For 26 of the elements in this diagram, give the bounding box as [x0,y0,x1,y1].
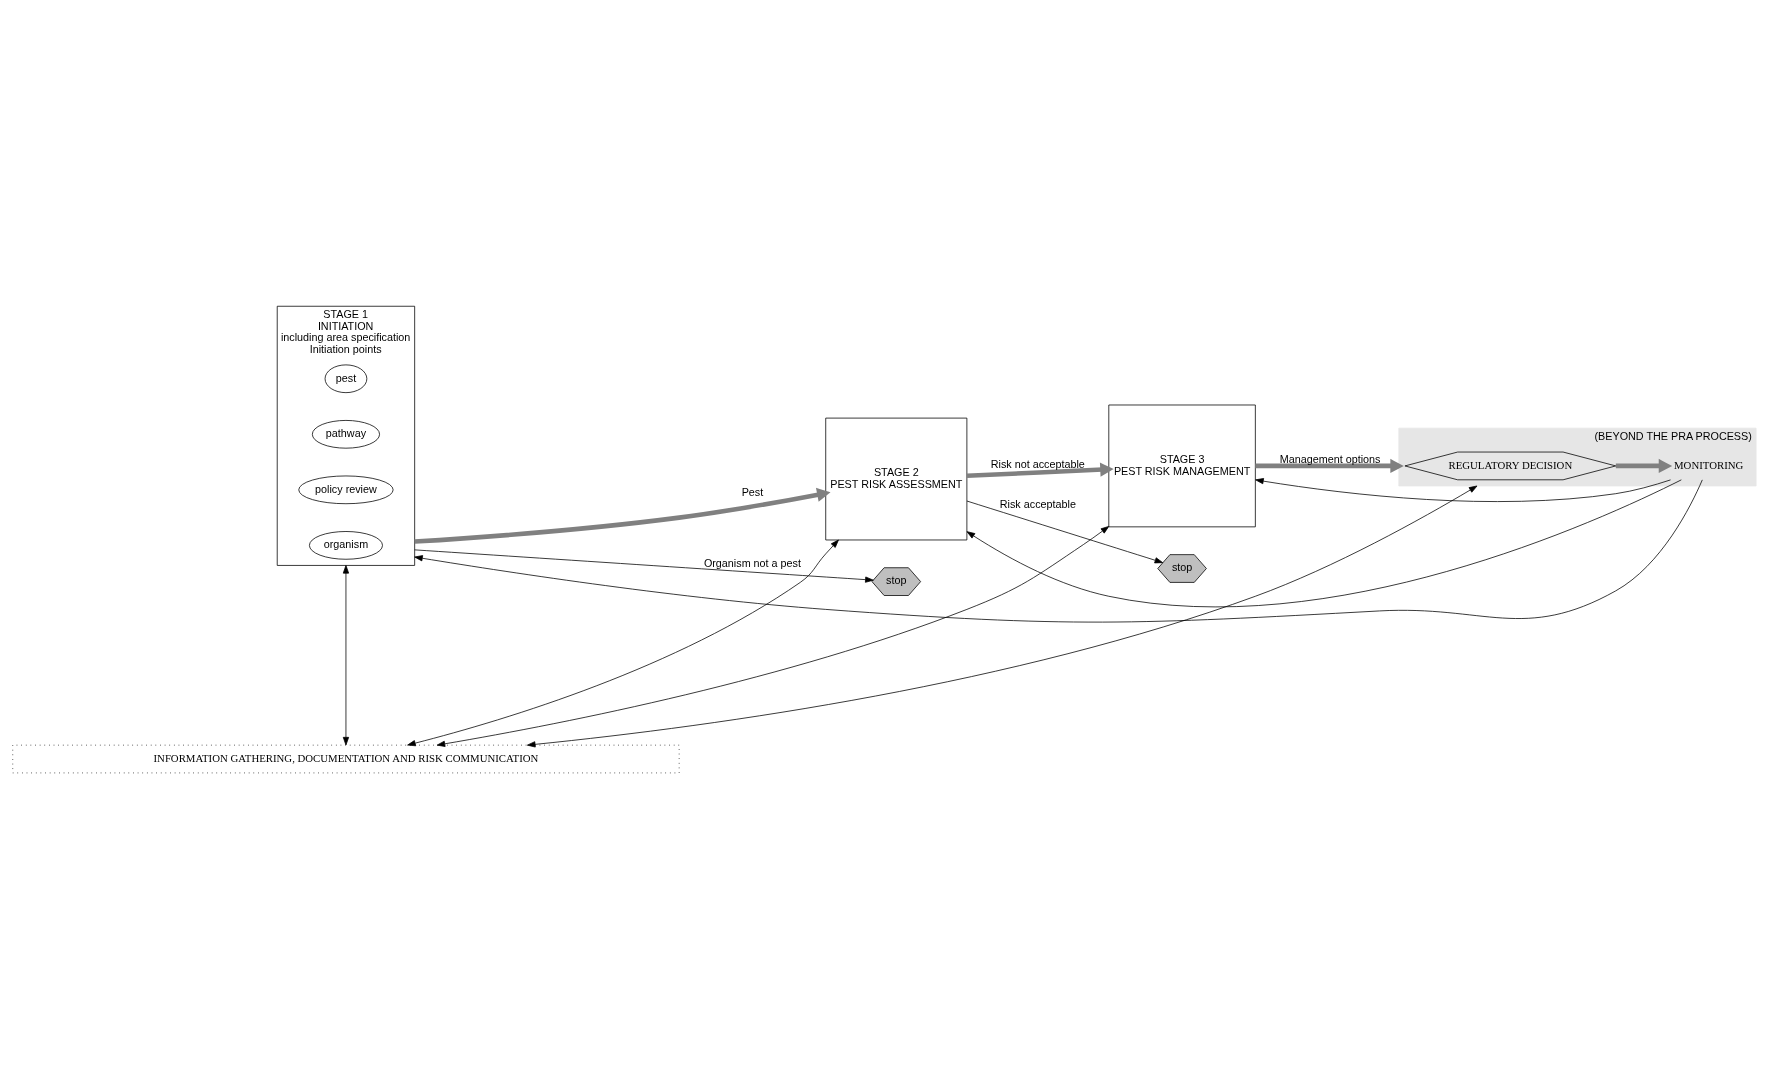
edge-label: Pest [741,485,764,498]
node-ellipse: pest [324,364,368,393]
node-box: INFORMATION GATHERING, DOCUMENTATION AND RISK COMMUNICATION [12,744,680,773]
arrow [1255,458,1404,473]
arrow [414,479,1703,622]
node-box: STAGE 3 PEST RISK MANAGEMENT [1108,404,1256,527]
arrow [966,500,1164,563]
arrow [342,564,350,745]
arrow [1255,477,1671,502]
arrow [414,487,831,544]
node-ellipse: policy review [298,475,394,504]
edge-label: Management options [1279,452,1381,465]
arrow [526,485,1478,747]
arrow [966,462,1114,478]
arrow [414,548,874,583]
node-text: MONITORING [1674,458,1744,471]
arrow [436,525,1110,747]
node-ellipse: organism [309,530,383,560]
edge-label: Risk acceptable [999,497,1076,510]
edge-label: Organism not a pest [703,556,801,569]
arrow [966,478,1682,607]
node-ellipse: pathway [311,419,380,449]
node-box: STAGE 2 PEST RISK ASSESSMENT [825,417,968,540]
arrow [407,539,839,746]
arrow [1615,458,1673,473]
edge-label: Risk not acceptable [990,457,1085,470]
